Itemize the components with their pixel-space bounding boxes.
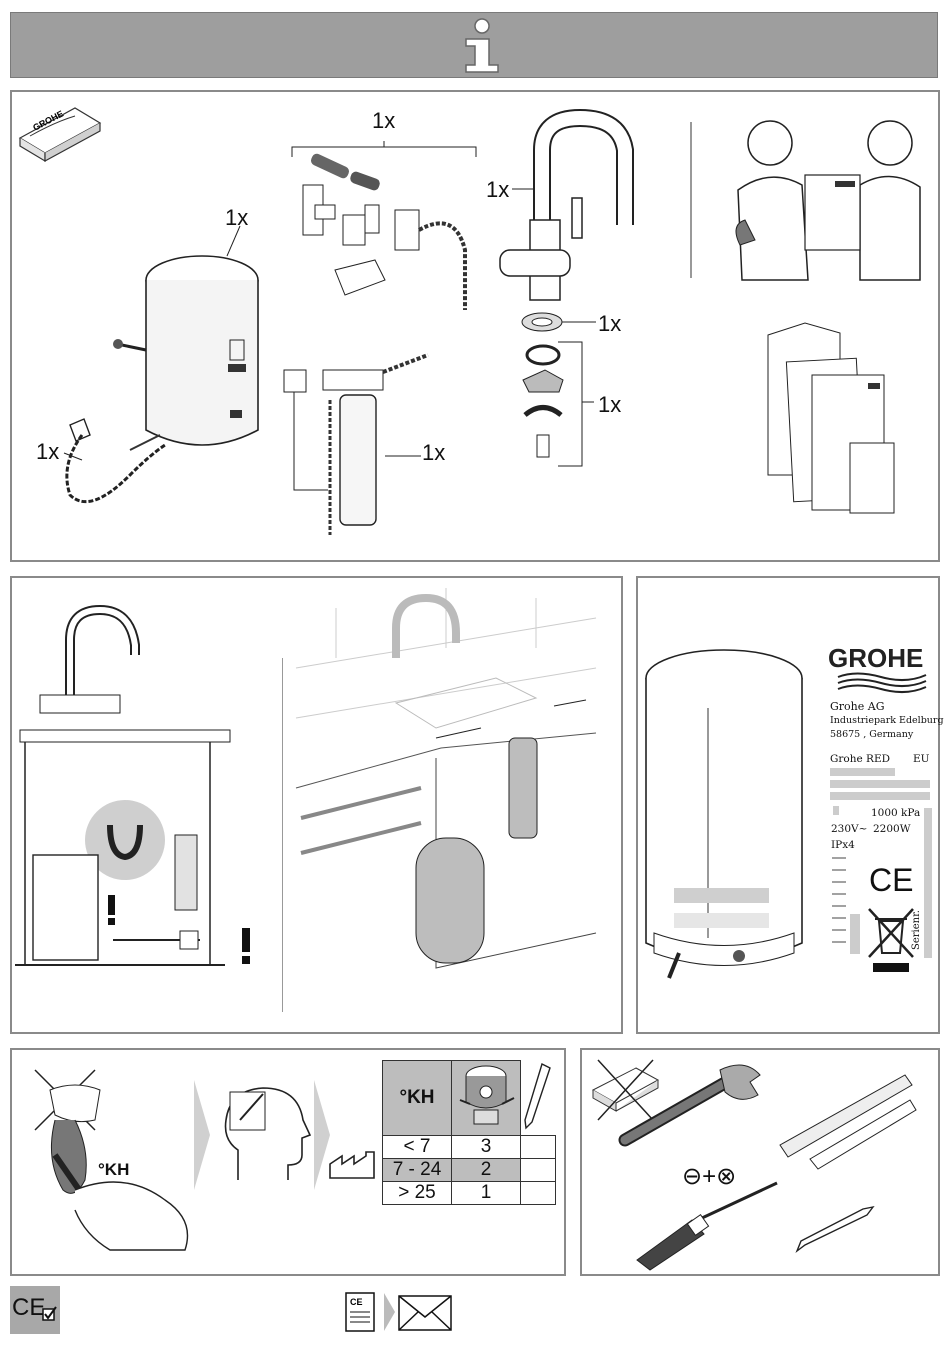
hardness-header-filter xyxy=(452,1061,521,1136)
marking-pencil-icon xyxy=(795,1205,875,1255)
svg-text:CE: CE xyxy=(350,1297,363,1307)
installation-divider xyxy=(282,658,283,1012)
pencil-icon xyxy=(522,1062,552,1132)
checkbox-icon xyxy=(42,1306,58,1322)
send-arrow-icon xyxy=(383,1292,397,1332)
serial-ticks xyxy=(832,808,922,958)
warning-exclamation-icon xyxy=(236,928,256,964)
qty-cable: 1x xyxy=(36,439,59,465)
region-code: EU xyxy=(913,752,930,766)
hardness-setting-3: 1 xyxy=(452,1182,521,1205)
svg-text:GROHE: GROHE xyxy=(828,643,923,673)
note-head-icon xyxy=(218,1080,318,1190)
qty-tank: 1x xyxy=(225,205,248,231)
folding-rule-icon xyxy=(780,1065,920,1165)
tank-side-view xyxy=(644,648,814,988)
adjustable-wrench-icon xyxy=(610,1060,770,1160)
hardness-range-2: 7 - 24 xyxy=(383,1159,452,1182)
under-sink-cabinet-view xyxy=(15,595,225,995)
hardness-setting-2: 2 xyxy=(452,1159,521,1182)
barcode-blocks xyxy=(830,768,930,800)
kh-strip-label: °KH xyxy=(98,1160,129,1180)
manual-booklets xyxy=(760,315,910,515)
filter-leader-line xyxy=(385,452,425,462)
hardness-header-kh: °KH xyxy=(383,1061,452,1136)
envelope-icon xyxy=(398,1295,454,1333)
hardness-note-3 xyxy=(521,1182,556,1205)
hardness-range-1: < 7 xyxy=(383,1136,452,1159)
serial-number-label: Serienr. xyxy=(910,910,924,950)
grohe-logo: GROHE xyxy=(826,645,936,695)
hardness-range-3: > 25 xyxy=(383,1182,452,1205)
washer-leader-line xyxy=(562,318,602,328)
qty-faucet: 1x xyxy=(486,177,509,203)
company-name: Grohe AG xyxy=(830,700,885,714)
qty-connectors: 1x xyxy=(372,108,395,134)
qty-filter: 1x xyxy=(422,440,445,466)
contents-divider xyxy=(690,122,692,278)
qty-mounting: 1x xyxy=(598,392,621,418)
two-people-manual xyxy=(730,115,930,280)
hardness-note-1 xyxy=(521,1136,556,1159)
faucet-leader-line xyxy=(512,186,542,196)
product-name: Grohe RED xyxy=(830,752,890,766)
company-address-line2: 58675 , Germany xyxy=(830,728,913,742)
filter-head-icon xyxy=(456,1062,516,1128)
cable-leader-line xyxy=(62,448,92,468)
faucet xyxy=(490,110,660,310)
screwdriver-icon xyxy=(632,1180,782,1270)
info-header xyxy=(10,12,938,78)
step-arrow-1 xyxy=(194,1080,214,1190)
mounting-bracket-line xyxy=(558,340,598,470)
qty-washer: 1x xyxy=(598,311,621,337)
hardness-note-2 xyxy=(521,1159,556,1182)
hardness-setting-1: 3 xyxy=(452,1136,521,1159)
kitchen-cabinet-view xyxy=(296,588,616,1018)
declaration-document-icon: CE xyxy=(344,1292,378,1332)
company-address-line1: Industriepark Edelburg xyxy=(830,714,944,728)
warning-exclamation-icon-2 xyxy=(104,895,120,925)
ce-footer-mark: CE xyxy=(12,1294,45,1322)
grohe-box-icon: GROHE xyxy=(15,98,105,168)
factory-setting-icon xyxy=(328,1150,378,1180)
connector-parts xyxy=(295,150,485,310)
info-icon xyxy=(452,15,512,75)
